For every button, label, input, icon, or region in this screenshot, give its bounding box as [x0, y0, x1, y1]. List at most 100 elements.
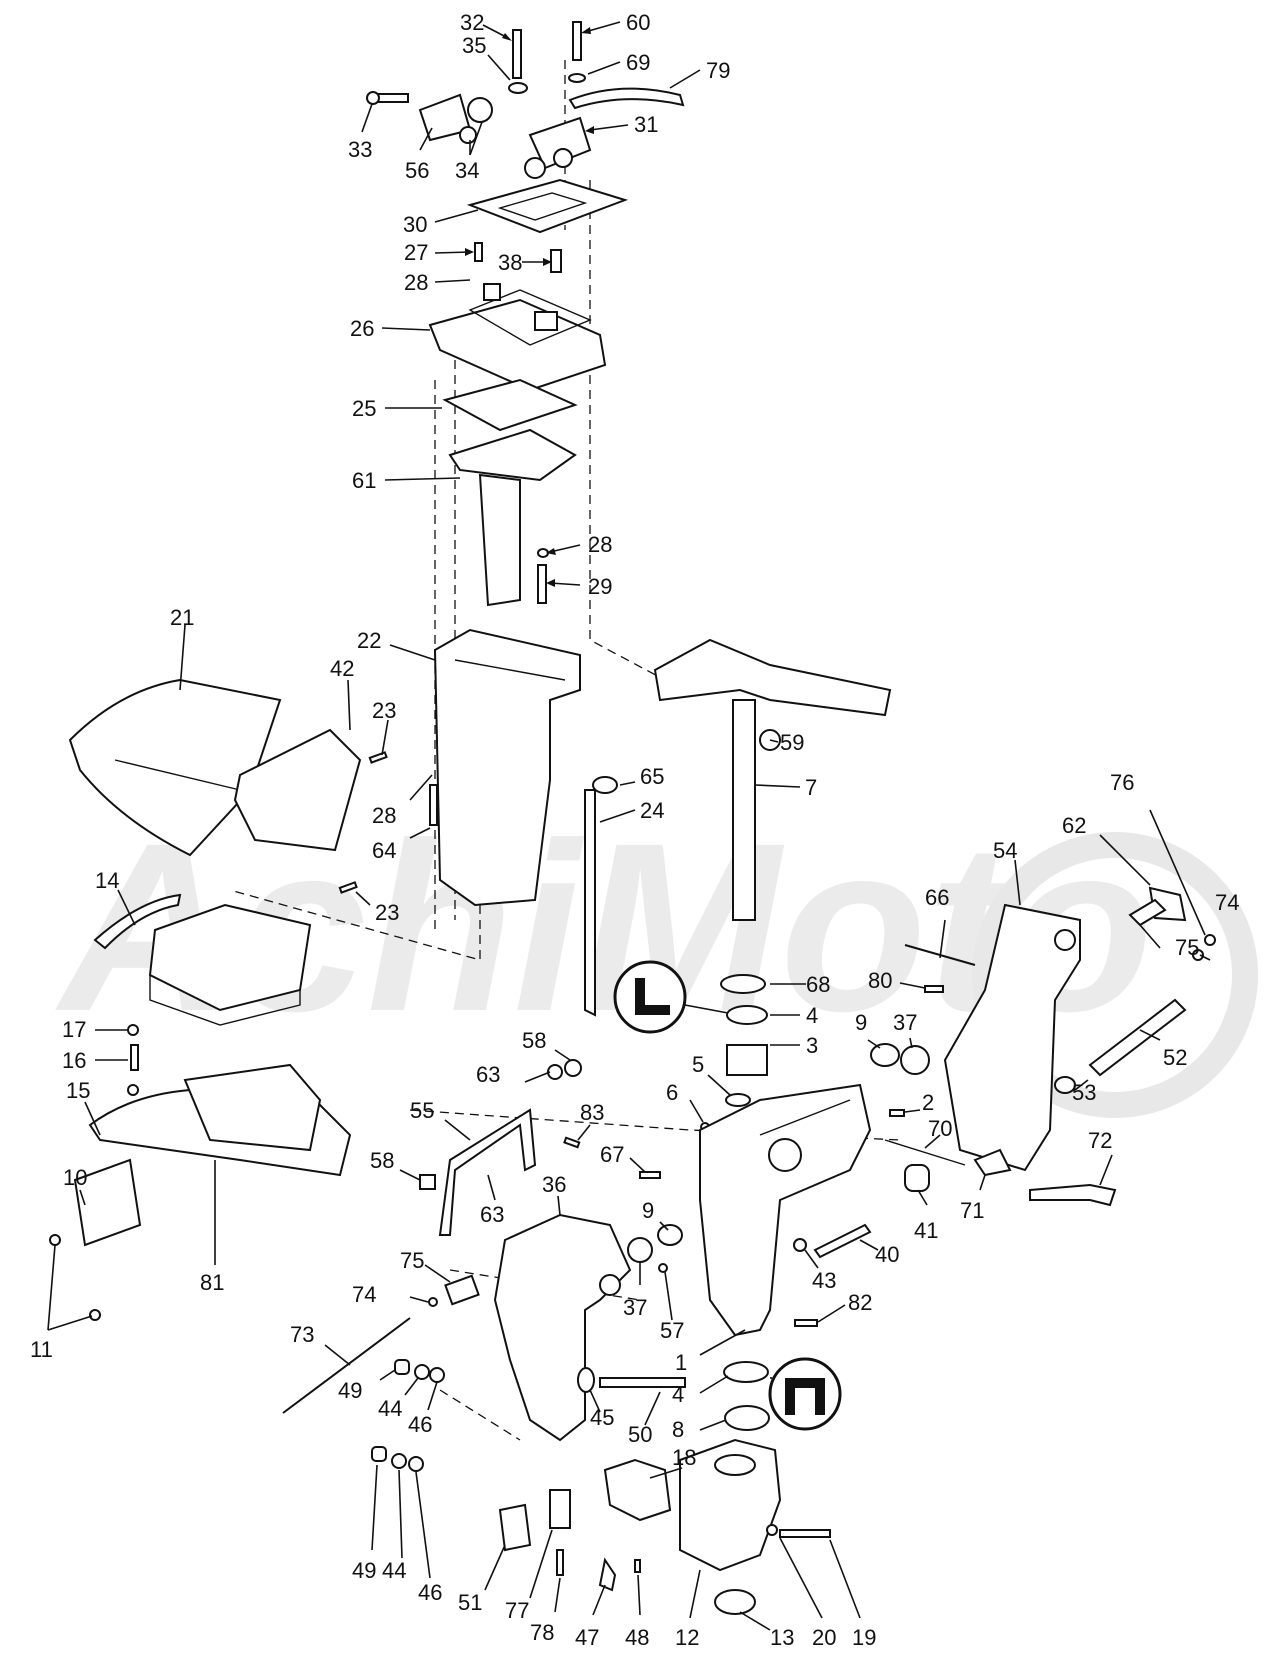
bushing-3 [726, 1044, 768, 1076]
callout-23-low: 23 [375, 900, 399, 925]
callout-62: 62 [1062, 813, 1086, 838]
cover-10 [73, 1158, 142, 1247]
callout-16: 16 [62, 1048, 86, 1073]
callout-52: 52 [1163, 1045, 1187, 1070]
callout-44-lower: 44 [382, 1558, 406, 1583]
callout-35: 35 [462, 33, 486, 58]
seal-badge-upper [613, 960, 687, 1034]
callout-47: 47 [575, 1625, 599, 1650]
callout-5: 5 [692, 1052, 704, 1077]
gasket-30 [466, 178, 629, 234]
callout-8: 8 [672, 1417, 684, 1442]
callout-15: 15 [66, 1078, 90, 1103]
callout-21: 21 [170, 605, 194, 630]
base-plate-81 [88, 1063, 352, 1177]
callout-1: 1 [675, 1350, 687, 1375]
exhaust-plate-26 [428, 283, 607, 392]
callout-73: 73 [290, 1322, 314, 1347]
swivel-bracket-1 [699, 1083, 872, 1337]
callout-50: 50 [628, 1422, 652, 1447]
callout-28-top: 28 [404, 270, 428, 295]
callout-79: 79 [706, 58, 730, 83]
callout-74-left: 74 [352, 1282, 376, 1307]
callout-51: 51 [458, 1590, 482, 1615]
callout-22: 22 [357, 628, 381, 653]
callout-76: 76 [1110, 770, 1134, 795]
clamp-bracket-36 [493, 1213, 632, 1442]
callout-80: 80 [868, 968, 892, 993]
callout-23-top: 23 [372, 698, 396, 723]
callout-19: 19 [852, 1625, 876, 1650]
seal-14 [93, 893, 182, 950]
callout-75-left: 75 [400, 1248, 424, 1273]
callout-54: 54 [993, 838, 1017, 863]
adapter-61 [448, 428, 577, 607]
callout-77: 77 [505, 1598, 529, 1623]
top-bracket-assembly [366, 21, 685, 179]
callout-31: 31 [634, 112, 658, 137]
callout-41: 41 [914, 1218, 938, 1243]
callout-6: 6 [666, 1080, 678, 1105]
callout-36: 36 [542, 1172, 566, 1197]
callout-74-right: 74 [1215, 890, 1239, 915]
gasket-25 [442, 378, 578, 432]
callout-25: 25 [352, 396, 376, 421]
callout-44-upper: 44 [378, 1396, 402, 1421]
callout-45: 45 [590, 1405, 614, 1430]
callout-63-top: 63 [476, 1062, 500, 1087]
callout-13: 13 [770, 1625, 794, 1650]
callout-55: 55 [410, 1098, 434, 1123]
callout-70: 70 [928, 1116, 952, 1141]
callout-18: 18 [672, 1445, 696, 1470]
callout-28-low: 28 [372, 803, 396, 828]
callout-64: 64 [372, 838, 396, 863]
callout-11: 11 [30, 1337, 53, 1362]
callout-58-left: 58 [370, 1148, 394, 1173]
callout-40: 40 [875, 1242, 899, 1267]
callout-9-left: 9 [642, 1198, 654, 1223]
callout-4-lower: 4 [672, 1382, 684, 1407]
callout-3: 3 [806, 1033, 818, 1058]
callout-28-mid: 28 [588, 532, 612, 557]
callout-32: 32 [460, 10, 484, 35]
callout-33: 33 [348, 137, 372, 162]
drive-shaft-housing-22 [433, 628, 581, 907]
callout-57: 57 [660, 1318, 684, 1343]
callout-9-right: 9 [855, 1010, 867, 1035]
callout-48: 48 [625, 1625, 649, 1650]
callout-65: 65 [640, 764, 664, 789]
callout-83: 83 [580, 1100, 604, 1125]
callout-4-upper: 4 [806, 1003, 818, 1028]
callout-61: 61 [352, 468, 376, 493]
callout-56: 56 [405, 158, 429, 183]
washer-68 [720, 974, 766, 994]
steering-arm-7 [653, 638, 892, 921]
callout-20: 20 [812, 1625, 836, 1650]
swivel-base-12 [679, 1438, 782, 1572]
seal-badge-lower [768, 1357, 842, 1431]
block-18 [603, 1458, 672, 1522]
callout-72: 72 [1088, 1128, 1112, 1153]
callout-68: 68 [806, 972, 830, 997]
callout-24: 24 [640, 798, 664, 823]
callout-2: 2 [922, 1090, 934, 1115]
callout-53: 53 [1072, 1080, 1096, 1105]
callout-27: 27 [404, 240, 428, 265]
callouts: 32 35 60 69 79 31 33 56 34 30 27 38 [30, 10, 1239, 1650]
callout-37-right: 37 [893, 1010, 917, 1035]
cover-42 [233, 728, 362, 852]
callout-30: 30 [403, 212, 427, 237]
callout-14: 14 [95, 868, 119, 893]
callout-46-lower: 46 [418, 1580, 442, 1605]
callout-10: 10 [63, 1165, 87, 1190]
parts [49, 21, 1216, 1615]
callout-38: 38 [498, 250, 522, 275]
callout-26: 26 [350, 316, 374, 341]
linkage-55 [438, 1108, 537, 1236]
callout-66: 66 [925, 885, 949, 910]
callout-58-top: 58 [522, 1028, 546, 1053]
callout-34: 34 [455, 158, 479, 183]
callout-78: 78 [530, 1620, 554, 1645]
callout-29: 29 [588, 574, 612, 599]
